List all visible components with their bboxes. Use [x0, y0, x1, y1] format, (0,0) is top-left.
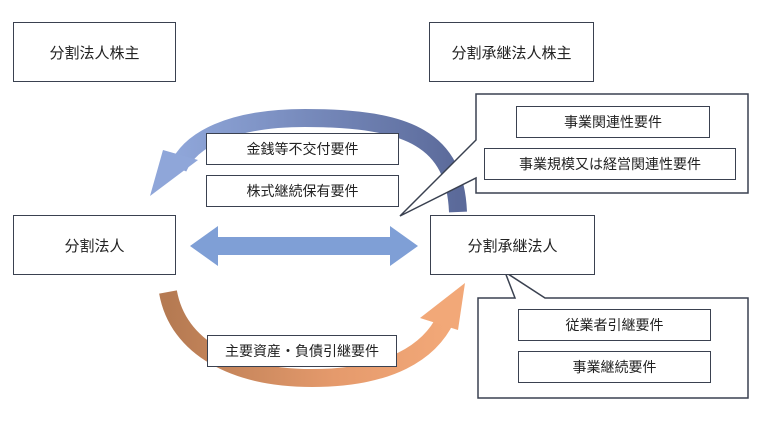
req-share-hold-box: 株式継続保有要件	[206, 175, 399, 207]
callout-bottom-item2-label: 事業継続要件	[572, 360, 657, 376]
splitting-corp-label: 分割法人	[64, 236, 125, 255]
bottom-curved-arrow	[159, 283, 465, 388]
top-curved-arrow	[150, 108, 467, 213]
callout-bottom-item1: 従業者引継要件	[518, 309, 711, 341]
req-no-cash-box: 金銭等不交付要件	[206, 133, 399, 165]
double-arrow	[190, 226, 418, 266]
successor-corp-label: 分割承継法人	[467, 236, 558, 255]
callout-top-item1: 事業関連性要件	[516, 106, 710, 138]
req-share-hold-label: 株式継続保有要件	[246, 184, 359, 200]
successor-corp-box: 分割承継法人	[430, 215, 595, 275]
req-asset-transfer-label: 主要資産・負債引継要件	[225, 344, 379, 360]
shareholders-successor-box: 分割承継法人株主	[429, 22, 594, 82]
callout-top-item2-label: 事業規模又は経営関連性要件	[519, 157, 701, 173]
callout-top-item2: 事業規模又は経営関連性要件	[484, 148, 736, 180]
callout-bottom-item2: 事業継続要件	[518, 351, 711, 383]
shareholders-splitting-box: 分割法人株主	[13, 22, 176, 82]
shareholders-successor-label: 分割承継法人株主	[451, 43, 572, 62]
shareholders-splitting-label: 分割法人株主	[49, 43, 140, 62]
callout-bottom-item1-label: 従業者引継要件	[565, 318, 664, 334]
callout-top-item1-label: 事業関連性要件	[564, 115, 662, 131]
splitting-corp-box: 分割法人	[13, 215, 176, 275]
req-asset-transfer-box: 主要資産・負債引継要件	[207, 335, 397, 367]
req-no-cash-label: 金銭等不交付要件	[246, 142, 359, 158]
